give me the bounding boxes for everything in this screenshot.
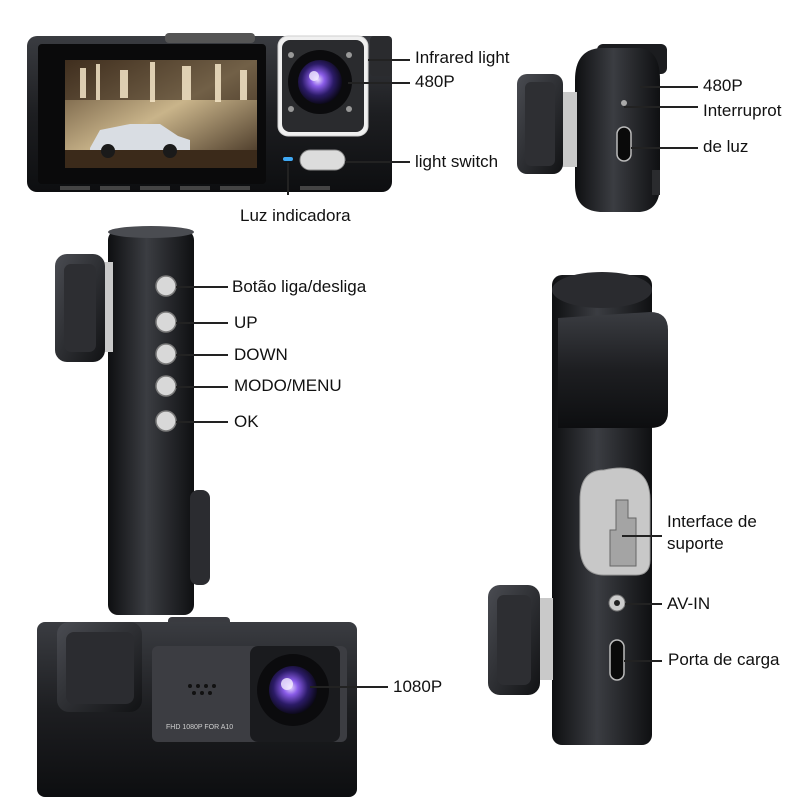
callout-line-ok <box>176 421 228 423</box>
label-av-in: AV-IN <box>667 594 711 613</box>
callout-line-480p-top <box>348 82 410 84</box>
label-interruprot: Interruprot <box>703 101 782 120</box>
callout-line-power <box>176 286 228 288</box>
lens-print-text: FHD 1080P FOR A10 <box>166 724 234 731</box>
label-480p-top: 480P <box>415 72 455 91</box>
label-infrared-light: Infrared light <box>415 48 510 67</box>
label-1080p: 1080P <box>393 677 443 696</box>
label-botao-liga: Botão liga/desliga <box>232 277 367 296</box>
callout-line-charge <box>624 660 662 662</box>
label-modo-menu: MODO/MENU <box>234 376 342 395</box>
callout-line-modo <box>176 386 228 388</box>
callout-line-up <box>176 322 228 324</box>
callout-line-av-in <box>625 603 662 605</box>
dashcam-side-view <box>517 44 667 212</box>
dashcam-rear-camera-view <box>37 617 357 797</box>
callout-line-1080p <box>310 686 388 688</box>
label-de-luz: de luz <box>703 137 749 156</box>
dashcam-front-screen-view <box>27 33 392 192</box>
dashcam-buttons-view <box>55 226 210 615</box>
label-light-switch: light switch <box>415 152 499 171</box>
label-down: DOWN <box>234 345 288 364</box>
label-luz-indicadora: Luz indicadora <box>240 206 351 225</box>
dashcam-ports-view <box>488 272 668 745</box>
callout-line-interface <box>622 535 662 537</box>
callout-line-indicator <box>287 163 289 195</box>
label-porta-carga: Porta de carga <box>668 650 780 669</box>
callout-line-480p-side <box>640 86 698 88</box>
label-ok: OK <box>234 412 259 431</box>
callout-line-infrared <box>368 59 410 61</box>
label-interface-line1: Interface de <box>667 512 757 531</box>
label-interface-line2: suporte <box>667 534 724 553</box>
label-480p-side: 480P <box>703 76 743 95</box>
callout-line-de-luz <box>631 147 698 149</box>
label-up: UP <box>234 313 258 332</box>
callout-line-light-switch <box>345 161 410 163</box>
callout-line-down <box>176 354 228 356</box>
callout-line-interruprot <box>624 106 698 108</box>
